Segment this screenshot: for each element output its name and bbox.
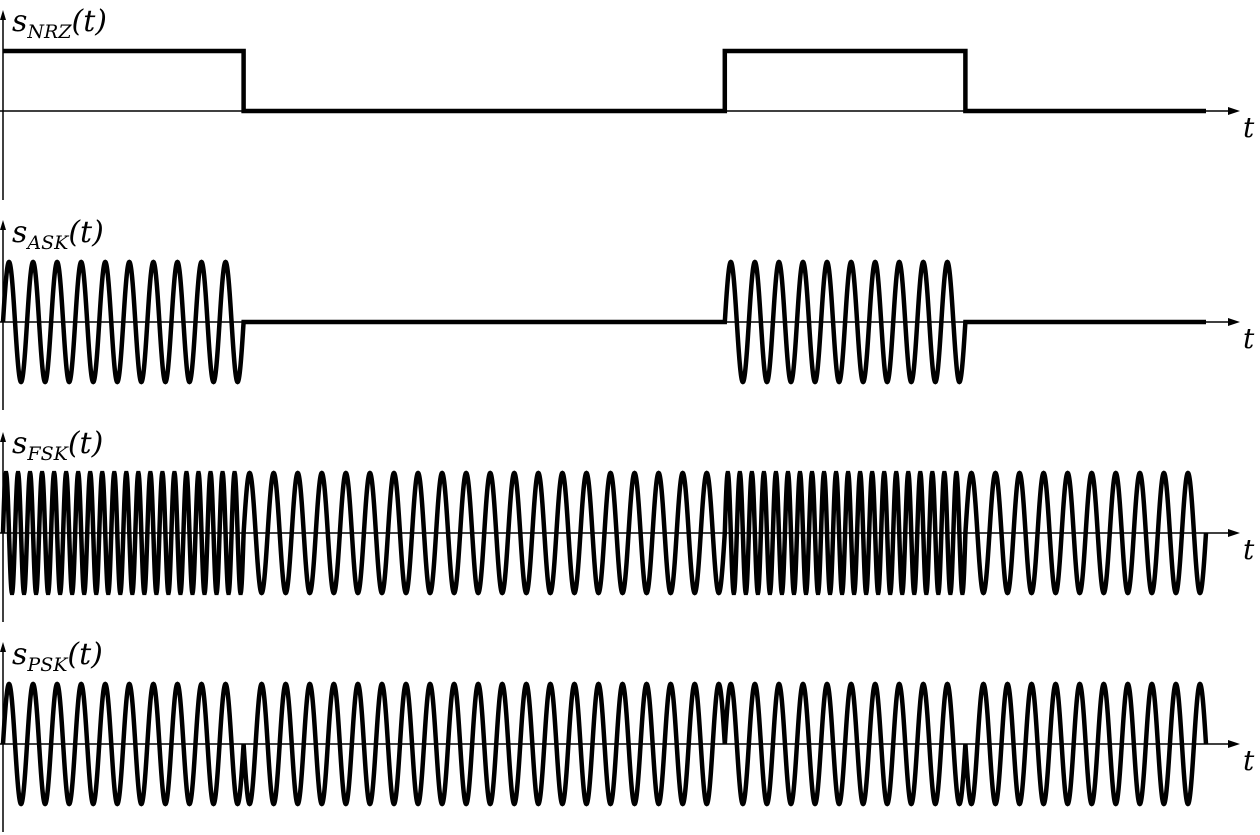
panel-psk: sPSK(t) t	[0, 637, 1255, 832]
y-axis-arrow-nrz	[0, 10, 6, 20]
panel-fsk: sFSK(t) t	[0, 426, 1255, 622]
signal-ask	[0, 259, 1206, 385]
x-axis-arrow-nrz	[1228, 107, 1240, 115]
panel-label-fsk: sFSK(t)	[12, 426, 103, 465]
panel-label-ask: sASK(t)	[12, 215, 104, 254]
panel-nrz: sNRZ(t) t	[0, 4, 1255, 200]
panel-ask: sASK(t) t	[0, 215, 1255, 410]
signal-nrz	[3, 48, 1206, 114]
y-axis-arrow-psk	[0, 642, 6, 652]
x-axis-label-ask: t	[1243, 322, 1255, 355]
x-axis-label-psk: t	[1243, 744, 1255, 777]
x-axis-arrow-psk	[1228, 740, 1240, 748]
y-axis-arrow-ask	[0, 220, 6, 230]
x-axis-label-fsk: t	[1243, 533, 1255, 566]
x-axis-arrow-fsk	[1228, 529, 1240, 537]
panel-label-psk: sPSK(t)	[12, 637, 103, 676]
signal-fsk	[0, 470, 1209, 596]
y-axis-arrow-fsk	[0, 432, 6, 442]
panel-label-nrz: sNRZ(t)	[12, 4, 107, 43]
x-axis-label-nrz: t	[1243, 111, 1255, 144]
signal-psk	[0, 681, 1209, 807]
x-axis-arrow-ask	[1228, 318, 1240, 326]
